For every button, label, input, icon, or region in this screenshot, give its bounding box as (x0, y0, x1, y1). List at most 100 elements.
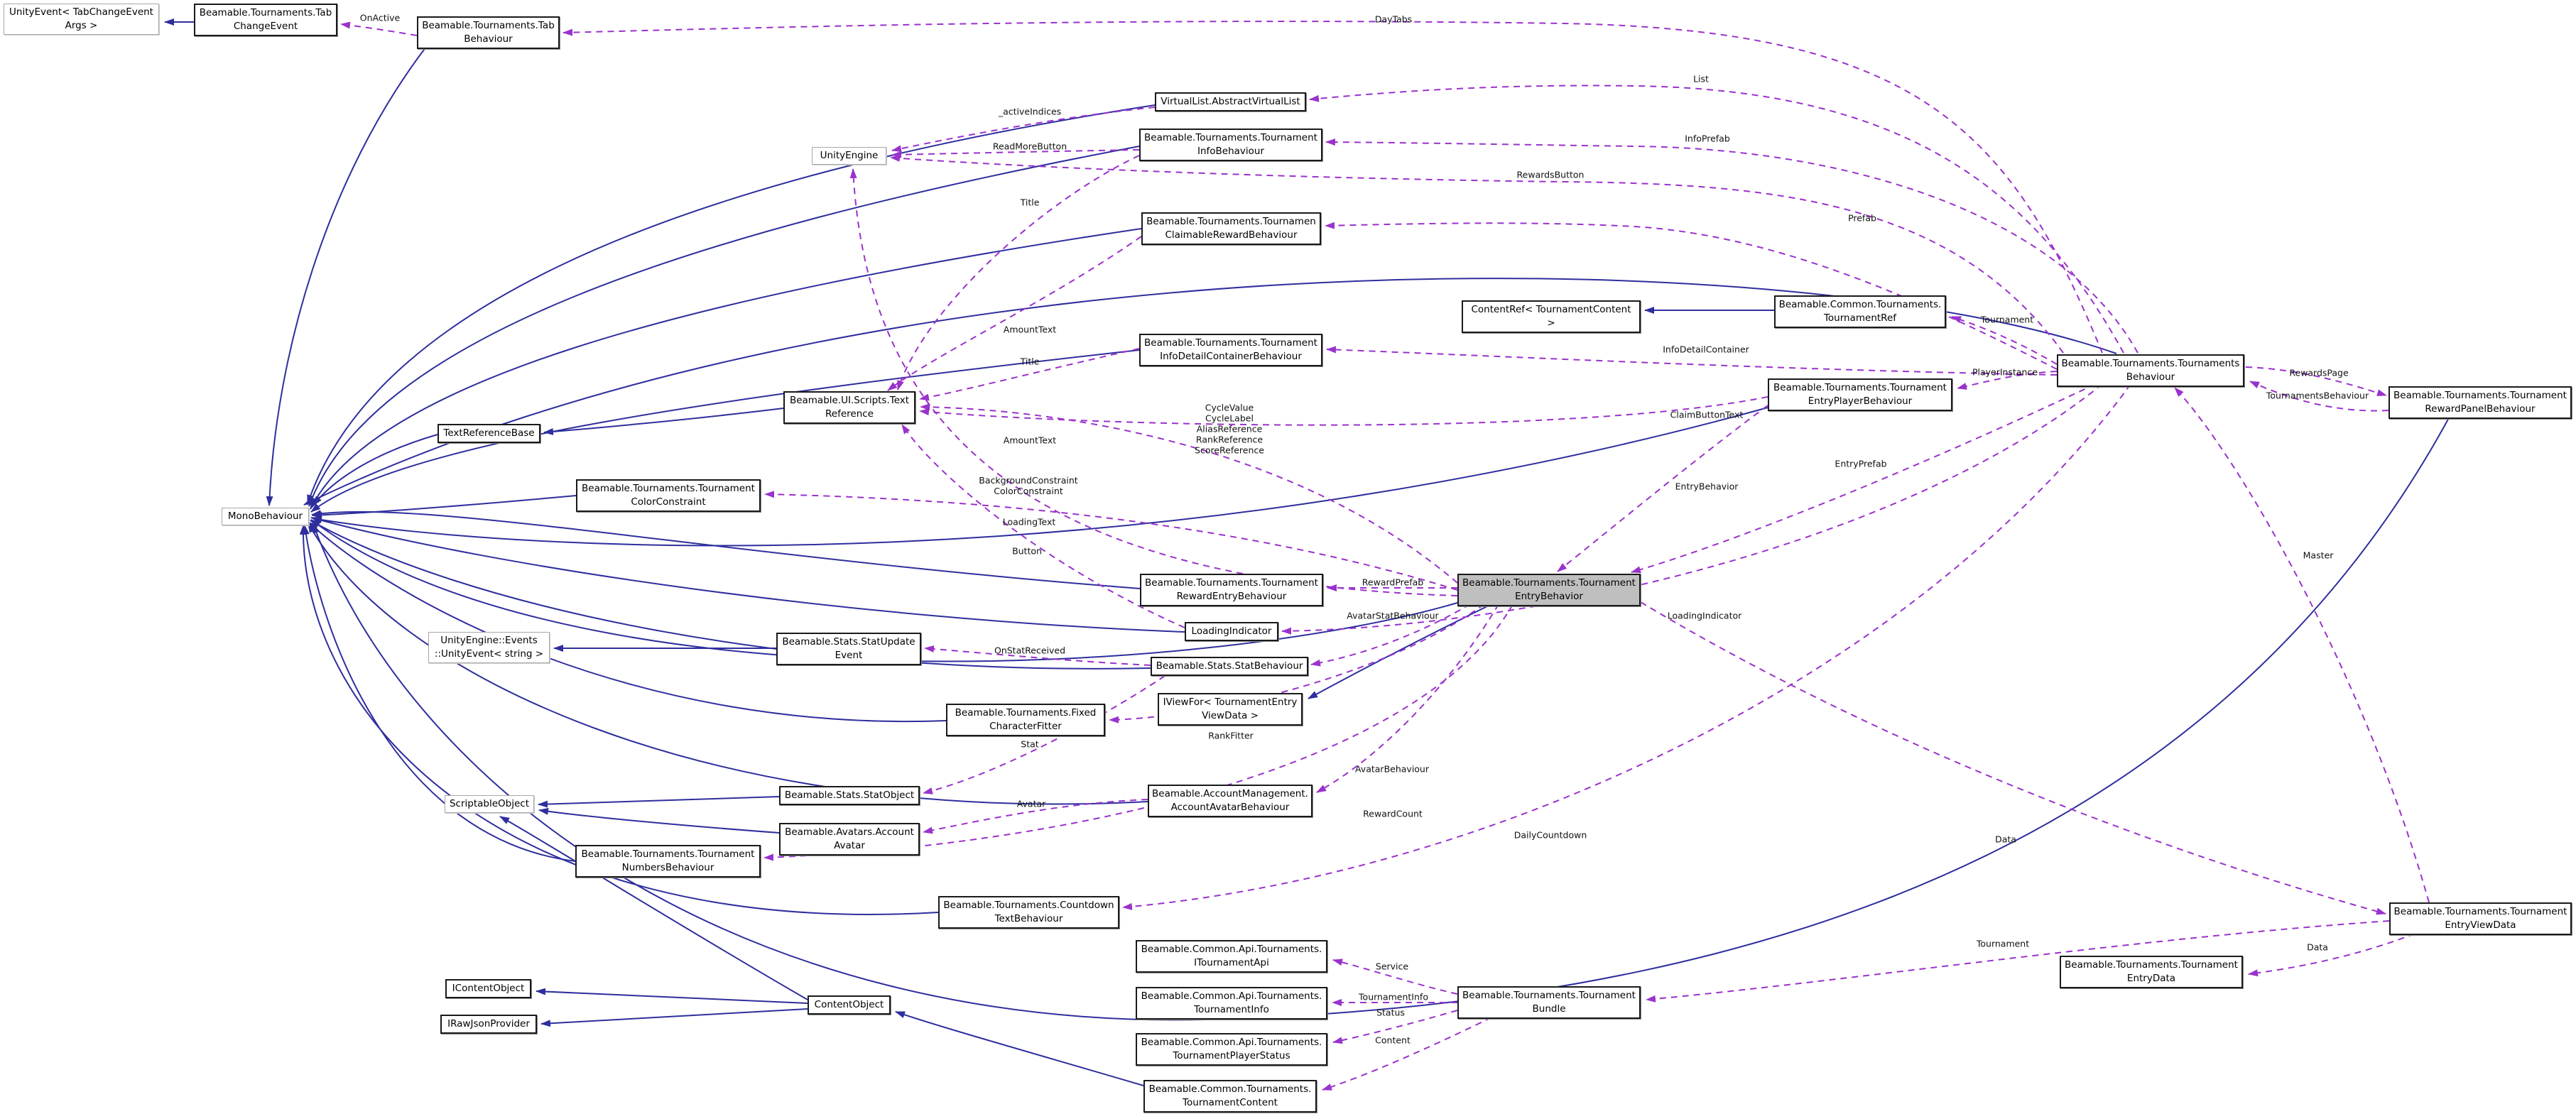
class-node-tabbehaviour[interactable]: Beamable.Tournaments.Tab Behaviour (417, 16, 560, 49)
edge-label-rewardspage: RewardsPage (2289, 367, 2349, 378)
class-node-fixedcharacterfitter[interactable]: Beamable.Tournaments.Fixed CharacterFitt… (946, 704, 1105, 736)
class-node-textreferencebase[interactable]: TextReferenceBase (438, 424, 540, 443)
edge-label-title-info: Title (1020, 197, 1040, 208)
class-node-textreference[interactable]: Beamable.UI.Scripts.Text Reference (783, 391, 915, 424)
edge-loadingindicator (1281, 383, 2103, 635)
edge-virtuallist-to-mono (307, 104, 1156, 505)
class-node-entryplayerbehaviour[interactable]: Beamable.Tournaments.Tournament EntryPla… (1768, 378, 1952, 411)
edge-background-color (764, 491, 1458, 591)
class-node-tournamentcontent[interactable]: Beamable.Common.Tournaments. TournamentC… (1143, 1080, 1317, 1113)
edge-label-status: Status (1376, 1007, 1405, 1018)
edge-label-rewardcount: RewardCount (1363, 808, 1423, 819)
class-node-tournamentbundle[interactable]: Beamable.Tournaments.Tournament Bundle (1457, 986, 1641, 1019)
edge-label-avatarstatbehaviour: AvatarStatBehaviour (1347, 610, 1439, 621)
edge-label-readmorebutton: ReadMoreButton (992, 141, 1067, 152)
class-node-statupdateevent[interactable]: Beamable.Stats.StatUpdate Event (776, 633, 921, 665)
edge-infobehaviour-to-mono (308, 146, 1140, 507)
class-node-entryviewdata[interactable]: Beamable.Tournaments.Tournament EntryVie… (2389, 902, 2572, 935)
edge-rankfitter (1109, 604, 1485, 723)
edge-label-rewardsbutton: RewardsButton (1516, 169, 1585, 180)
edge-fixedcharfitter-to-mono (308, 521, 947, 723)
edge-amounttext-claim (887, 236, 1142, 391)
edge-title-detail (919, 348, 1140, 401)
edge-loadingindicator-to-mono (310, 516, 1185, 633)
class-node-tournamentinfo[interactable]: Beamable.Common.Api.Tournaments. Tournam… (1136, 987, 1327, 1020)
edge-claimbuttontext (919, 396, 1768, 426)
class-node-tournamentsbehaviour[interactable]: Beamable.Tournaments.Tournaments Behavio… (2057, 354, 2244, 387)
edge-data-view (1640, 601, 2386, 915)
edge-contentobject-to-scriptableobject (499, 816, 808, 1000)
edge-label-dailycountdown: DailyCountdown (1513, 829, 1587, 841)
edge-label-playerinstance: PlayerInstance (1972, 366, 2038, 378)
edge-label-claimbuttontext: ClaimButtonText (1670, 409, 1744, 420)
edge-entryprefab (1631, 383, 2096, 574)
edge-label-entrybehavior: EntryBehavior (1675, 481, 1739, 492)
class-node-claimablerewardbehaviour[interactable]: Beamable.Tournaments.Tournamen Claimable… (1141, 212, 1321, 245)
edge-avatar (923, 799, 1148, 834)
edge-rewardsbutton (890, 154, 2064, 354)
edge-statobject-to-scriptableobject (538, 796, 780, 808)
edge-infodetail-to-mono (310, 349, 1140, 513)
edge-contentobject-to-irawjson (540, 1008, 808, 1027)
class-node-accountavatar[interactable]: Beamable.Avatars.Account Avatar (779, 823, 920, 856)
class-node-unityengine: UnityEngine (812, 147, 886, 165)
edge-label-entryprefab: EntryPrefab (1835, 458, 1887, 469)
edge-label-daytabs: DayTabs (1374, 13, 1413, 25)
class-node-colorconstraint[interactable]: Beamable.Tournaments.Tournament ColorCon… (576, 479, 761, 512)
class-node-irawjsonprovider[interactable]: IRawJsonProvider (440, 1015, 537, 1034)
class-node-contentref[interactable]: ContentRef< TournamentContent > (1462, 300, 1641, 333)
edge-readmorebutton (891, 149, 1140, 158)
edge-label-avatarbehaviour: AvatarBehaviour (1354, 763, 1430, 775)
class-node-rewardpanelbehaviour[interactable]: Beamable.Tournaments.Tournament RewardPa… (2388, 386, 2572, 419)
edge-label-tournamentinfo: TournamentInfo (1359, 991, 1428, 1003)
edge-label-tournamentsbehaviour: TournamentsBehaviour (2266, 390, 2369, 401)
class-node-tournamentinfobehaviour[interactable]: Beamable.Tournaments.Tournament InfoBeha… (1139, 129, 1322, 161)
class-node-entrydata[interactable]: Beamable.Tournaments.Tournament EntryDat… (2060, 956, 2243, 988)
class-node-rewardentrybehaviour[interactable]: Beamable.Tournaments.Tournament RewardEn… (1140, 574, 1323, 606)
edge-status (1332, 1010, 1458, 1044)
edge-tournamentcontent-to-contentobject (895, 1011, 1144, 1086)
edge-label-stat: Stat (1021, 738, 1039, 750)
edge-label-list: List (1693, 73, 1709, 84)
edge-tabbehaviour-to-mono (266, 46, 427, 506)
edge-label-prefab: Prefab (1848, 212, 1876, 224)
edge-title-info (897, 155, 1140, 391)
edge-label-tournament-ref: Tournament (1980, 314, 2034, 325)
edge-avatarbehaviour (1316, 604, 1499, 793)
edge-content (1322, 1017, 1492, 1091)
edge-data-entry (2248, 933, 2415, 977)
class-node-icontentobject[interactable]: IContentObject (445, 979, 531, 998)
edge-onactive (340, 21, 418, 36)
class-node-statobject[interactable]: Beamable.Stats.StatObject (779, 786, 920, 805)
class-node-tournamentplayerstatus[interactable]: Beamable.Common.Api.Tournaments. Tournam… (1136, 1033, 1327, 1066)
edge-infodetailcontainer (1326, 346, 2058, 376)
edge-label-amounttext-reward: AmountText (1003, 435, 1057, 446)
edge-label-amounttext-claim: AmountText (1003, 324, 1057, 335)
class-node-iviewfor[interactable]: IViewFor< TournamentEntry ViewData > (1158, 693, 1303, 726)
class-node-contentobject[interactable]: ContentObject (808, 995, 891, 1015)
edge-service (1332, 959, 1458, 995)
edge-active-indices (891, 107, 1156, 153)
edge-daytabs (563, 21, 2103, 354)
edge-label-infoprefab: InfoPrefab (1685, 133, 1730, 144)
edge-accountavatarbehaviour-to-mono (308, 523, 1148, 805)
class-node-tournamententrybehavior: Beamable.Tournaments.Tournament EntryBeh… (1457, 574, 1641, 606)
class-node-countdowntextbehaviour[interactable]: Beamable.Tournaments.Countdown TextBehav… (938, 896, 1119, 929)
edge-prefab (1325, 222, 2058, 370)
class-node-statbehaviour[interactable]: Beamable.Stats.StatBehaviour (1151, 657, 1308, 676)
class-node-tournamentref[interactable]: Beamable.Common.Tournaments. TournamentR… (1774, 295, 1946, 328)
edge-label-loadingindicator: LoadingIndicator (1667, 610, 1742, 621)
edge-label-infodetailcontainer: InfoDetailContainer (1663, 344, 1749, 355)
edge-tournament-bundle (1646, 920, 2390, 1003)
class-node-accountavatarbehaviour[interactable]: Beamable.AccountManagement. AccountAvata… (1148, 785, 1313, 817)
class-node-infodetailcontainerbehaviour[interactable]: Beamable.Tournaments.Tournament InfoDeta… (1139, 334, 1322, 366)
edge-label-activeindices: _activeIndices (998, 106, 1062, 117)
class-node-itournamentapi[interactable]: Beamable.Common.Api.Tournaments. ITourna… (1136, 940, 1327, 973)
class-node-loadingindicator[interactable]: LoadingIndicator (1185, 622, 1278, 641)
edge-master (2174, 387, 2430, 903)
class-node-numbersbehaviour[interactable]: Beamable.Tournaments.Tournament NumbersB… (575, 845, 761, 878)
edge-dailycountdown (1122, 383, 2131, 910)
class-node-tabchangeevent[interactable]: Beamable.Tournaments.Tab ChangeEvent (194, 4, 337, 36)
class-node-abstractvirtuallist[interactable]: VirtualList.AbstractVirtualList (1155, 92, 1306, 111)
